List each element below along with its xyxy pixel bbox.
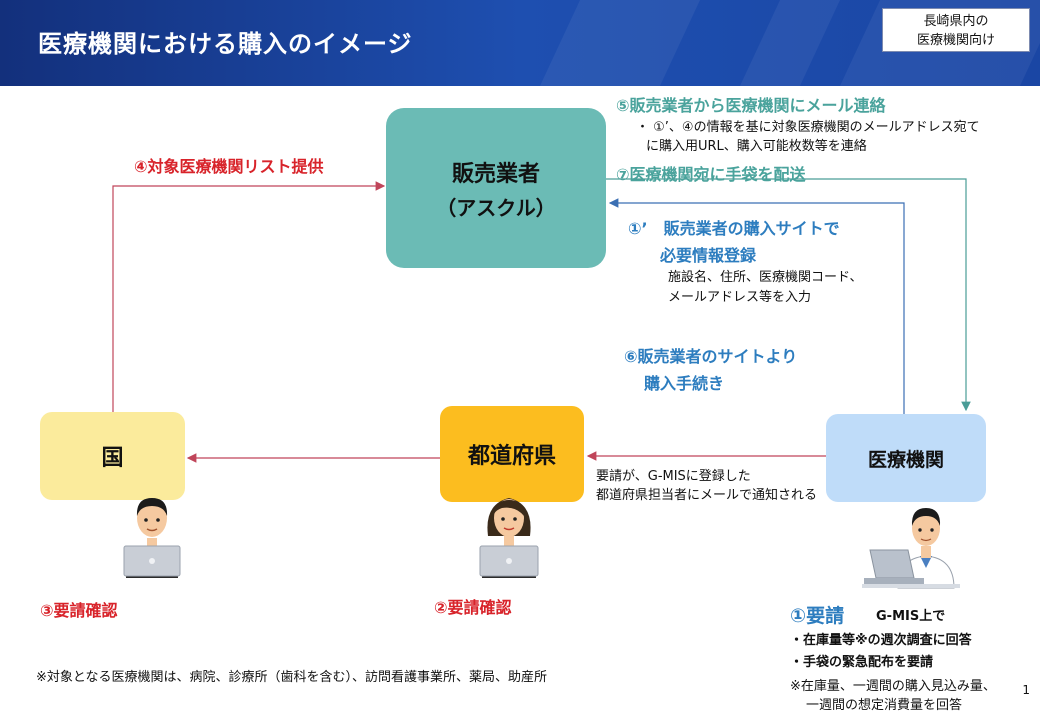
notify-detail-1: 要請が、G-MISに登録した [596, 469, 751, 484]
step-1p-title-1: ①’ 販売業者の購入サイトで [628, 219, 840, 238]
step-1-gmis: G-MIS上で [876, 609, 946, 624]
step-1p-detail-2: メールアドレス等を入力 [668, 290, 812, 305]
audience-badge: 長崎県内の 医療機関向け [882, 8, 1030, 52]
audience-line-1: 長崎県内の [923, 14, 989, 29]
step-1p-title-2: 必要情報登録 [660, 246, 757, 265]
step-1-note-2: 一週間の想定消費量を回答 [806, 698, 963, 713]
seller-node: 販売業者 （アスクル） [386, 108, 606, 268]
step-1-note-1: ※在庫量、一週間の購入見込み量、 [790, 679, 996, 694]
step-1-title: ①要請 [790, 605, 845, 627]
woman-laptop-icon [479, 498, 539, 578]
step-5-detail-1: ・ ①’、④の情報を基に対象医療機関のメールアドレス宛て [636, 120, 980, 135]
footnote: ※対象となる医療機関は、病院、診療所（歯科を含む）、訪問看護事業所、薬局、助産所 [36, 670, 548, 685]
prefecture-node: 都道府県 [440, 406, 584, 502]
arrow-seller-to-hospital [606, 178, 971, 412]
page-number: 1 [1022, 683, 1030, 697]
step-6-title-2: 購入手続き [644, 374, 725, 393]
person-laptop-icon [123, 498, 181, 578]
step-5-detail-2: に購入用URL、購入可能枚数等を連絡 [646, 139, 867, 154]
step-1p-detail-1: 施設名、住所、医療機関コード、 [668, 270, 863, 285]
step-1-item-2: ・手袋の緊急配布を要請 [790, 655, 934, 670]
audience-line-2: 医療機関向け [916, 33, 995, 48]
arrow-hospital-to-seller [608, 198, 905, 414]
step-4-title: ④対象医療機関リスト提供 [134, 157, 324, 176]
step-5-title: ⑤販売業者から医療機関にメール連絡 [616, 96, 886, 115]
seller-name: 販売業者 [451, 161, 540, 187]
step-7-title: ⑦医療機関宛に手袋を配送 [616, 165, 806, 184]
page-title: 医療機関における購入のイメージ [38, 30, 413, 58]
hospital-node: 医療機関 [826, 414, 986, 502]
country-node: 国 [40, 412, 185, 500]
step-3-title: ③要請確認 [40, 601, 118, 620]
step-2-title: ②要請確認 [434, 598, 512, 617]
step-1-item-1: ・在庫量等※の週次調査に回答 [790, 633, 972, 648]
seller-company: （アスクル） [436, 195, 556, 220]
step-6-title-1: ⑥販売業者のサイトより [624, 347, 798, 366]
arrow-list-provision [112, 181, 386, 412]
header-bar: 医療機関における購入のイメージ 長崎県内の 医療機関向け [0, 0, 1040, 86]
doctor-laptop-icon [862, 508, 960, 589]
notify-detail-2: 都道府県担当者にメールで通知される [596, 488, 818, 503]
